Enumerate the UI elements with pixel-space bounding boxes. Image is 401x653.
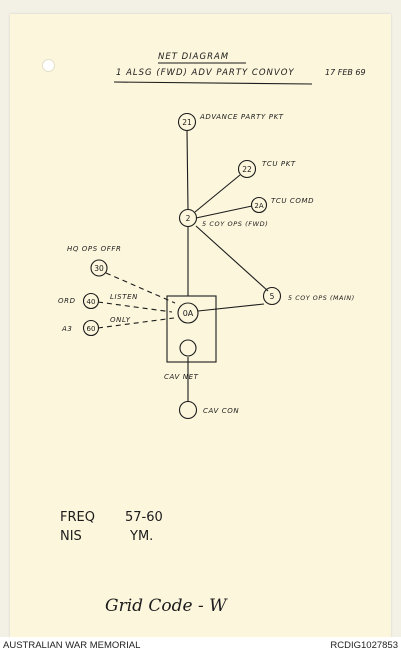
freq-value: 57-60 bbox=[125, 510, 163, 525]
node-30-circle bbox=[90, 259, 108, 277]
node-lower-circle bbox=[179, 339, 197, 357]
node-5-circle bbox=[262, 286, 282, 306]
node-22-circle bbox=[237, 159, 257, 179]
node-5-label: 5 bbox=[270, 292, 275, 301]
nis-label: NIS bbox=[60, 529, 82, 544]
node-2-label: 2 bbox=[186, 214, 191, 223]
footer-record-id: RCDIG1027853 bbox=[330, 640, 398, 651]
node-21-label: 21 bbox=[182, 118, 192, 127]
annotation-cav-net: CAV NET bbox=[164, 373, 199, 381]
node-40-label: 40 bbox=[87, 298, 96, 306]
grid-code: Grid Code - W bbox=[105, 596, 227, 616]
node-0A-circle bbox=[177, 302, 199, 324]
diagram-subtitle: 1 ALSG (FWD) ADV PARTY CONVOY bbox=[116, 68, 295, 78]
diagram-title: NET DIAGRAM bbox=[158, 52, 230, 62]
caption-21: ADVANCE PARTY PKT bbox=[199, 113, 284, 121]
freq-label: FREQ bbox=[60, 510, 95, 525]
node-2A-label: 2A bbox=[254, 202, 263, 210]
node-60-label: 60 bbox=[87, 325, 96, 333]
caption-con: CAV CON bbox=[203, 407, 239, 415]
caption-30: HQ OPS OFFR bbox=[67, 245, 121, 253]
link-0A-5 bbox=[197, 303, 265, 312]
node-30-label: 30 bbox=[94, 264, 104, 273]
annotation-only: ONLY bbox=[110, 316, 131, 324]
node-0A-label: 0A bbox=[183, 309, 194, 318]
caption-40: ORD bbox=[58, 297, 76, 305]
link-2-2A bbox=[195, 205, 253, 219]
link-2-22 bbox=[194, 174, 241, 213]
caption-2A: TCU COMD bbox=[271, 197, 314, 205]
link-30-0A bbox=[105, 272, 176, 304]
annotation-listen: LISTEN bbox=[110, 293, 138, 301]
link-60-0A bbox=[97, 317, 175, 329]
net-diagram: 21 22 2A 2 5 30 40 60 0A ADVANCE PARTY P… bbox=[58, 62, 355, 420]
node-2-circle bbox=[178, 208, 198, 228]
nis-value: YM. bbox=[130, 529, 154, 544]
diagram-date: 17 FEB 69 bbox=[325, 68, 366, 77]
caption-2: 5 COY OPS (FWD) bbox=[202, 220, 268, 228]
node-22-label: 22 bbox=[242, 165, 252, 174]
cav-net-box bbox=[166, 295, 217, 363]
archive-footer: AUSTRALIAN WAR MEMORIAL RCDIG1027853 bbox=[0, 637, 401, 653]
footer-institution: AUSTRALIAN WAR MEMORIAL bbox=[3, 640, 141, 651]
caption-5: 5 COY OPS (MAIN) bbox=[288, 295, 355, 302]
link-21-2 bbox=[186, 129, 189, 211]
node-2A-circle bbox=[250, 196, 268, 214]
node-21-circle bbox=[177, 112, 197, 132]
link-2-5 bbox=[195, 225, 269, 292]
punch-hole bbox=[42, 59, 55, 72]
node-con-circle bbox=[178, 400, 198, 420]
paper-sheet bbox=[10, 14, 391, 637]
node-60-circle bbox=[82, 319, 100, 337]
caption-22: TCU PKT bbox=[262, 160, 296, 168]
node-40-circle bbox=[82, 292, 100, 310]
subtitle-underline bbox=[113, 81, 313, 85]
link-40-0A bbox=[97, 301, 173, 313]
caption-60: A3 bbox=[61, 325, 72, 333]
